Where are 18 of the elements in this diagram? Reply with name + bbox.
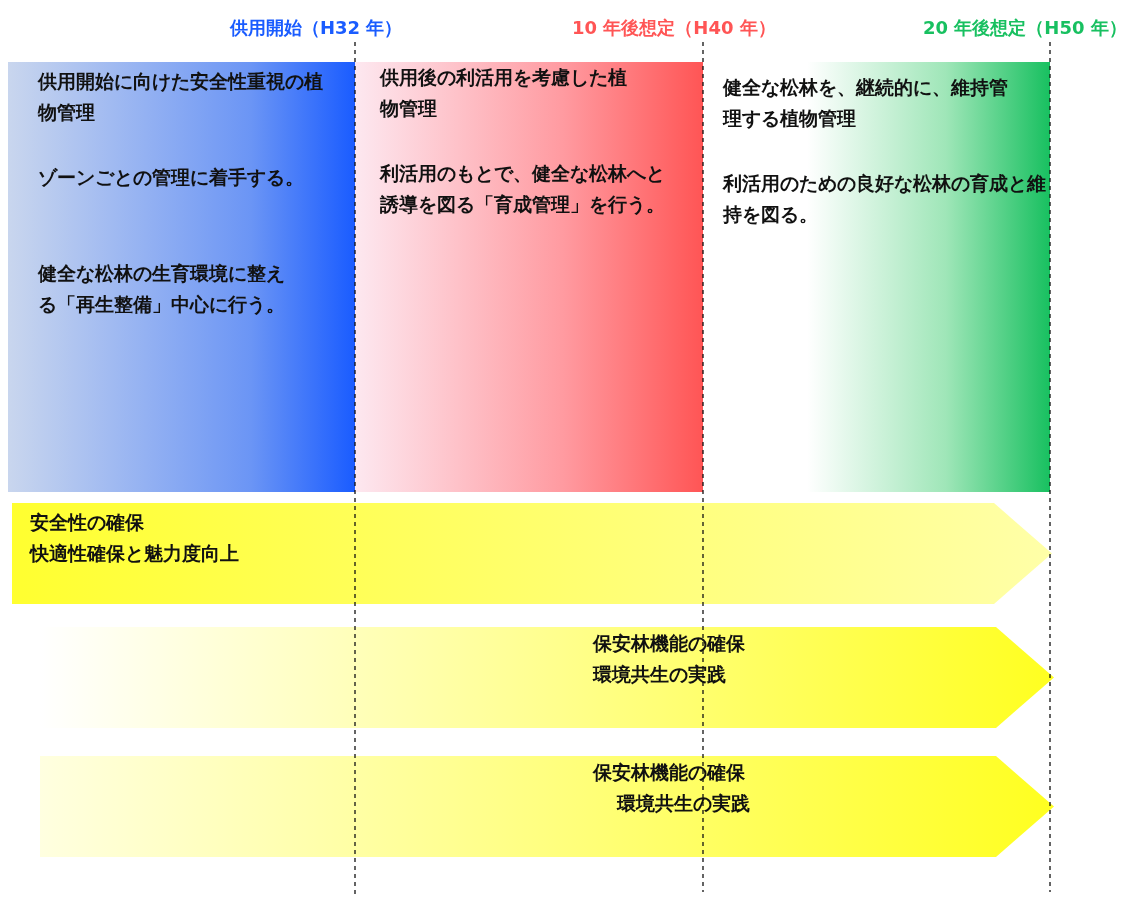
band-text: 環境共生の実践 [617, 791, 750, 816]
phase-panel [355, 62, 703, 492]
band-text: 環境共生の実践 [593, 662, 726, 687]
milestone-label: 供用開始（H32 年） [230, 16, 403, 40]
band-text: 保安林機能の確保 [593, 760, 745, 785]
panel-text: 健全な松林の生育環境に整える「再生整備」中心に行う。 [38, 261, 286, 317]
panel-text: 利活用のもとで、健全な松林へと誘導を図る「育成管理」を行う。 [380, 161, 666, 217]
milestone-label: 10 年後想定（H40 年） [572, 16, 776, 40]
band-text: 安全性の確保 [30, 510, 144, 535]
band-text: 快適性確保と魅力度向上 [30, 541, 239, 566]
band-text: 保安林機能の確保 [593, 631, 745, 656]
phase-panel [8, 62, 355, 492]
panel-heading: 供用後の利活用を考慮した植物管理 [380, 65, 628, 121]
panel-text: 利活用のための良好な松林の育成と維持を図る。 [723, 171, 1047, 227]
panel-heading: 供用開始に向けた安全性重視の植物管理 [38, 69, 324, 125]
panel-heading: 健全な松林を、継続的に、維持管理する植物管理 [723, 75, 1009, 131]
panel-text: ゾーンごとの管理に着手する。 [38, 165, 305, 190]
milestone-label: 20 年後想定（H50 年） [923, 16, 1127, 40]
